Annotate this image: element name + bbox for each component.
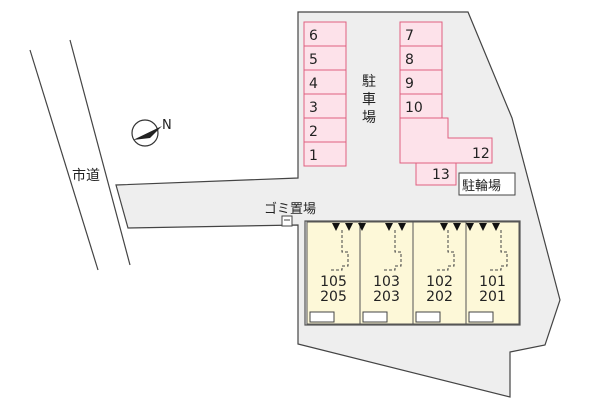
parking-space-2: 2 [303,117,347,143]
unit-number-upper: 203 [373,289,400,305]
unit-stair-outline [383,230,402,271]
parking-space-3-label: 3 [309,100,318,116]
garbage-box-icon [281,215,293,227]
parking-left-column: 6 5 4 3 2 1 [303,21,347,167]
parking-space-4-label: 4 [309,76,318,92]
compass: N [131,118,172,147]
unit-number-lower: 103 [373,274,400,290]
entrance-triangle-icon [385,223,393,231]
unit-number-lower: 102 [426,274,453,290]
parking-space-6: 6 [303,21,347,47]
unit-stair-outline [330,230,349,271]
entrance-triangle-icon [358,223,366,231]
public-road: 市道 [29,39,131,271]
parking-space-7-label: 7 [405,28,414,44]
unit-porch [415,311,441,323]
parking-space-1: 1 [303,141,347,167]
unit-number-lower: 105 [320,274,347,290]
unit-block [359,221,414,325]
parking-space-8: 8 [399,45,443,71]
entrance-triangle-icon [492,223,500,231]
unit-number-lower: 101 [479,274,506,290]
unit-porch [468,311,494,323]
entrance-triangle-icon [398,223,406,231]
bicycle-parking-box [458,172,516,196]
parking-space-10: 10 [399,93,443,119]
bicycle-parking-label: 駐輪場 [462,178,501,194]
garbage-area-label: ゴミ置場 [264,201,316,217]
parking-space-13: 13 [415,162,457,186]
entrance-triangle-icon [345,223,353,231]
parking-space-10-label: 10 [405,100,423,116]
bicycle-parking: 駐輪場 [458,172,516,196]
parking-space-5-label: 5 [309,52,318,68]
entrance-triangle-icon [440,223,448,231]
parking-space-12-shape [399,117,493,164]
parking-space-4: 4 [303,69,347,95]
unit-stair-outline [436,230,455,271]
parking-space-7: 7 [399,21,443,47]
building-outline [304,220,521,326]
parking-space-13-shape [415,162,457,186]
parking-space-9-shape [399,69,443,95]
compass-north-icon [131,119,159,147]
compass-north-label: N [162,118,172,133]
entrance-triangle-icon [479,223,487,231]
parking-space-12: 12 [399,117,493,164]
parking-space-12-label: 12 [472,146,490,162]
parking-space-4-shape [303,69,347,95]
parking-space-5: 5 [303,45,347,71]
parking-label-char-2: 車 [362,91,376,108]
road-edge-left [29,49,99,271]
unit-porch [309,311,335,323]
unit-block [412,221,467,325]
parking-space-8-label: 8 [405,52,414,68]
road-label: 市道 [72,167,100,184]
entrance-triangle-icon [453,223,461,231]
parking-space-2-label: 2 [309,124,318,140]
parking-label-char-1: 駐 [362,74,376,90]
parking-space-7-shape [399,21,443,47]
unit-stair-outline [489,230,508,271]
parking-space-13-label: 13 [432,167,450,183]
entrance-markers [332,223,500,231]
parking-space-3: 3 [303,93,347,119]
unit-number-upper: 201 [479,289,506,305]
parking-space-9-label: 9 [405,76,414,92]
parking-space-10-shape [399,93,443,119]
unit-number-upper: 202 [426,289,453,305]
unit-block [465,221,520,325]
unit-porch [362,311,388,323]
parking-space-1-label: 1 [309,148,318,164]
entrance-triangle-icon [332,223,340,231]
parking-label: 駐 車 場 [362,74,376,126]
parking-space-9: 9 [399,69,443,95]
compass-needle [133,126,162,140]
unit-block [306,221,361,325]
entrance-triangle-icon [466,223,474,231]
unit-number-upper: 205 [320,289,347,305]
parking-label-char-3: 場 [362,110,376,126]
parking-space-1-shape [303,141,347,167]
parking-right-column: 7891011 [399,21,443,143]
parking-space-6-label: 6 [309,28,318,44]
parking-space-5-shape [303,45,347,71]
garbage-area: ゴミ置場 [264,201,316,227]
parking-space-2-shape [303,117,347,143]
road-edge-right [69,39,131,266]
